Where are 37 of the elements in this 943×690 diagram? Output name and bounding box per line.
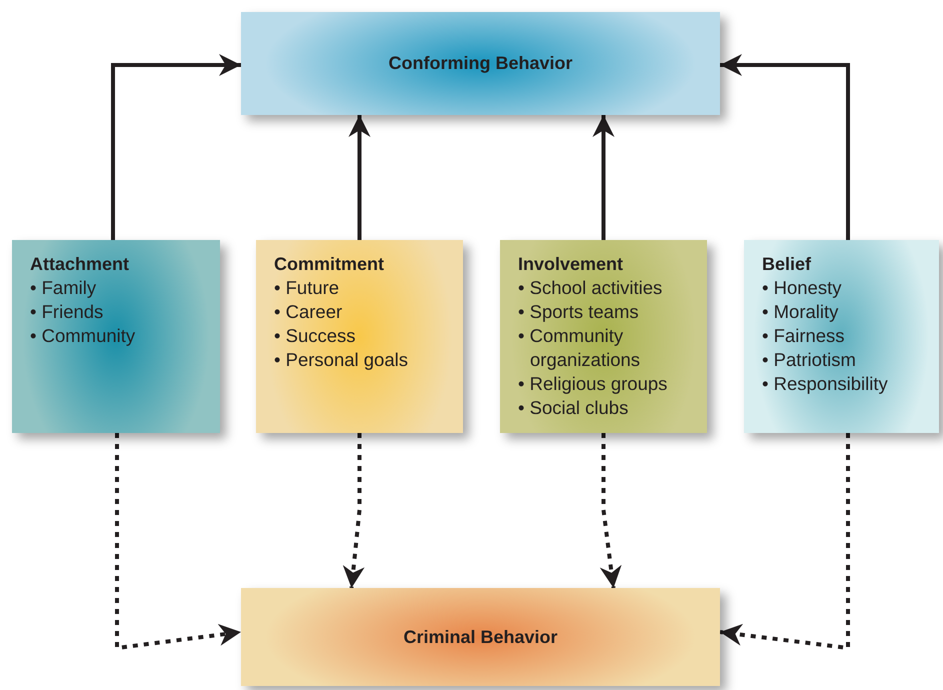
arrow <box>348 115 370 240</box>
list-item: • Social clubs <box>518 396 630 420</box>
arrow <box>592 115 614 240</box>
heading: Conforming Behavior <box>388 53 572 74</box>
category-box <box>744 240 939 433</box>
category-box <box>12 240 220 433</box>
category-box <box>500 240 707 433</box>
arrow <box>720 433 850 650</box>
heading: Attachment <box>30 254 130 275</box>
arrow <box>111 54 241 240</box>
list-item: • Community organizations <box>518 324 642 372</box>
list-item: • Fairness <box>762 324 846 348</box>
category-box <box>256 240 463 433</box>
list-item: • Responsibility <box>762 372 889 396</box>
list-item: • Religious groups <box>518 372 668 396</box>
list-item: • Family <box>30 276 98 300</box>
list-item: • Success <box>274 324 357 348</box>
list-item: • Friends <box>30 300 104 324</box>
heading: Belief <box>762 254 812 275</box>
list-item: • Community <box>30 324 136 348</box>
arrow <box>115 433 242 650</box>
list-item: • Patriotism <box>762 348 857 372</box>
list-item: • Career <box>274 300 344 324</box>
arrow <box>600 433 622 588</box>
heading: Commitment <box>274 254 386 275</box>
list-item: • Personal goals <box>274 348 409 372</box>
list-item: • School activities <box>518 276 664 300</box>
behavior-box <box>241 588 720 686</box>
arrow <box>720 54 850 240</box>
list-item: • Sports teams <box>518 300 640 324</box>
list-item: • Morality <box>762 300 840 324</box>
heading: Criminal Behavior <box>403 626 558 648</box>
arrow <box>342 433 365 588</box>
heading: Involvement <box>518 254 624 275</box>
behavior-box <box>241 12 720 115</box>
list-item: • Future <box>274 276 340 300</box>
list-item: • Honesty <box>762 276 842 300</box>
